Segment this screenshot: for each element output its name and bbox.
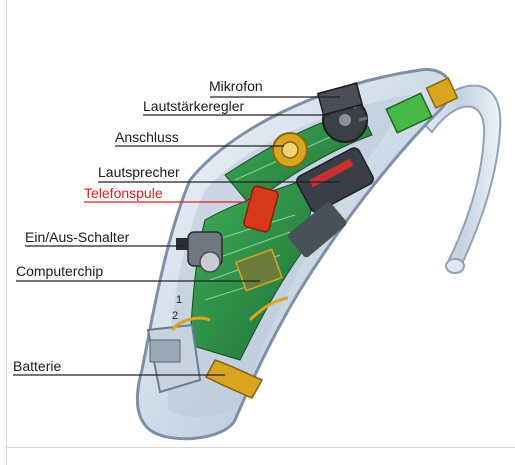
- label-batterie: Batterie: [13, 358, 61, 374]
- label-computerchip: Computerchip: [16, 263, 103, 279]
- switch-mark-2: 2: [172, 308, 178, 324]
- label-lautsprecher: Lautsprecher: [98, 164, 180, 180]
- label-anschluss: Anschluss: [115, 129, 179, 145]
- ear-hook-tip: [446, 259, 464, 273]
- label-mikrofon: Mikrofon: [209, 78, 263, 94]
- switch-mark-1: 1: [176, 292, 182, 308]
- label-telefonspule: Telefonspule: [84, 185, 163, 201]
- label-lautstaerkeregler: Lautstärkeregler: [143, 98, 244, 114]
- label-ein-aus-schalter: Ein/Aus-Schalter: [25, 229, 129, 245]
